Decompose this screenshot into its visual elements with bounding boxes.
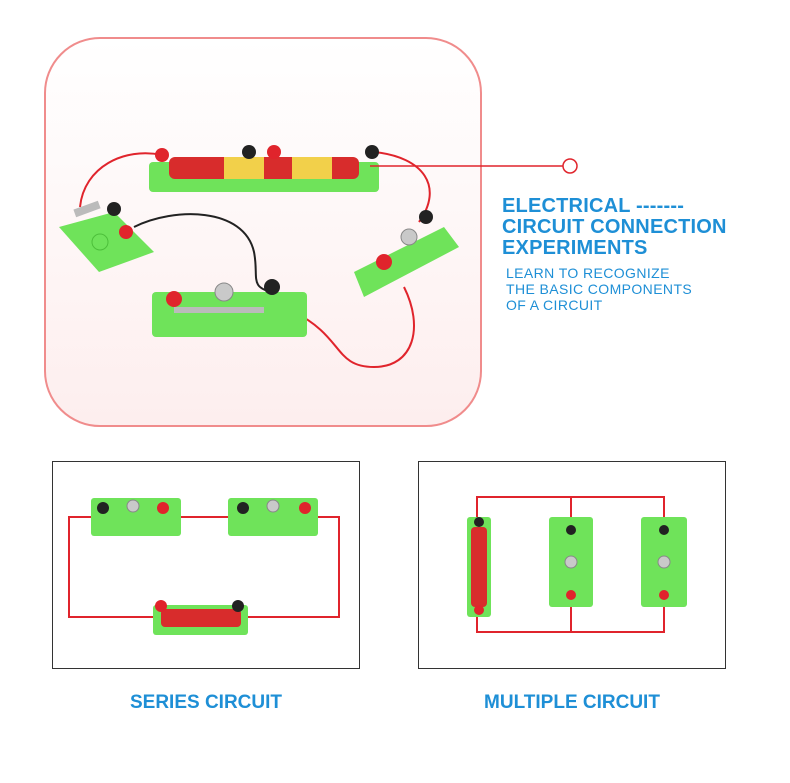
headline-line-2: CIRCUIT CONNECTION: [502, 216, 727, 238]
wire-red-3: [293, 286, 415, 369]
wire-red-1: [79, 152, 163, 208]
subheadline-line-3: OF A CIRCUIT: [506, 297, 603, 313]
circuit-kit-illustration: [59, 145, 459, 369]
subheadline-line-1: LEARN TO RECOGNIZE: [506, 265, 670, 281]
multiple-circuit-caption: MULTIPLE CIRCUIT: [484, 692, 660, 713]
subheadline-line-2: THE BASIC COMPONENTS: [506, 281, 693, 297]
headline: ELECTRICAL ------- CIRCUIT CONNECTION EX…: [502, 196, 727, 259]
headline-line-1: ELECTRICAL -------: [502, 195, 685, 217]
callout-connector: [370, 158, 578, 174]
multiple-circuit-diagram: [467, 496, 687, 633]
series-circuit-caption: SERIES CIRCUIT: [129, 692, 283, 713]
bulb-board-center: [152, 279, 307, 337]
callout-dot-icon: [562, 158, 578, 174]
bulb-board-right: [354, 210, 459, 297]
wire-black: [133, 213, 273, 293]
series-circuit-diagram: [68, 498, 340, 635]
subheadline: LEARN TO RECOGNIZE THE BASIC COMPONENTS …: [506, 265, 692, 313]
switch-board: [59, 200, 154, 272]
series-circuit-panel: [52, 461, 360, 669]
multiple-circuit-panel: [418, 461, 726, 669]
series-bulb-board-1: [91, 498, 181, 536]
multiple-battery-holder: [467, 517, 491, 617]
series-bulb-board-2: [228, 498, 318, 536]
multiple-bulb-board-1: [549, 517, 593, 607]
battery-holder: [149, 145, 379, 192]
multiple-bulb-board-2: [641, 517, 687, 607]
headline-line-3: EXPERIMENTS: [502, 237, 648, 259]
series-battery-holder: [153, 600, 248, 635]
